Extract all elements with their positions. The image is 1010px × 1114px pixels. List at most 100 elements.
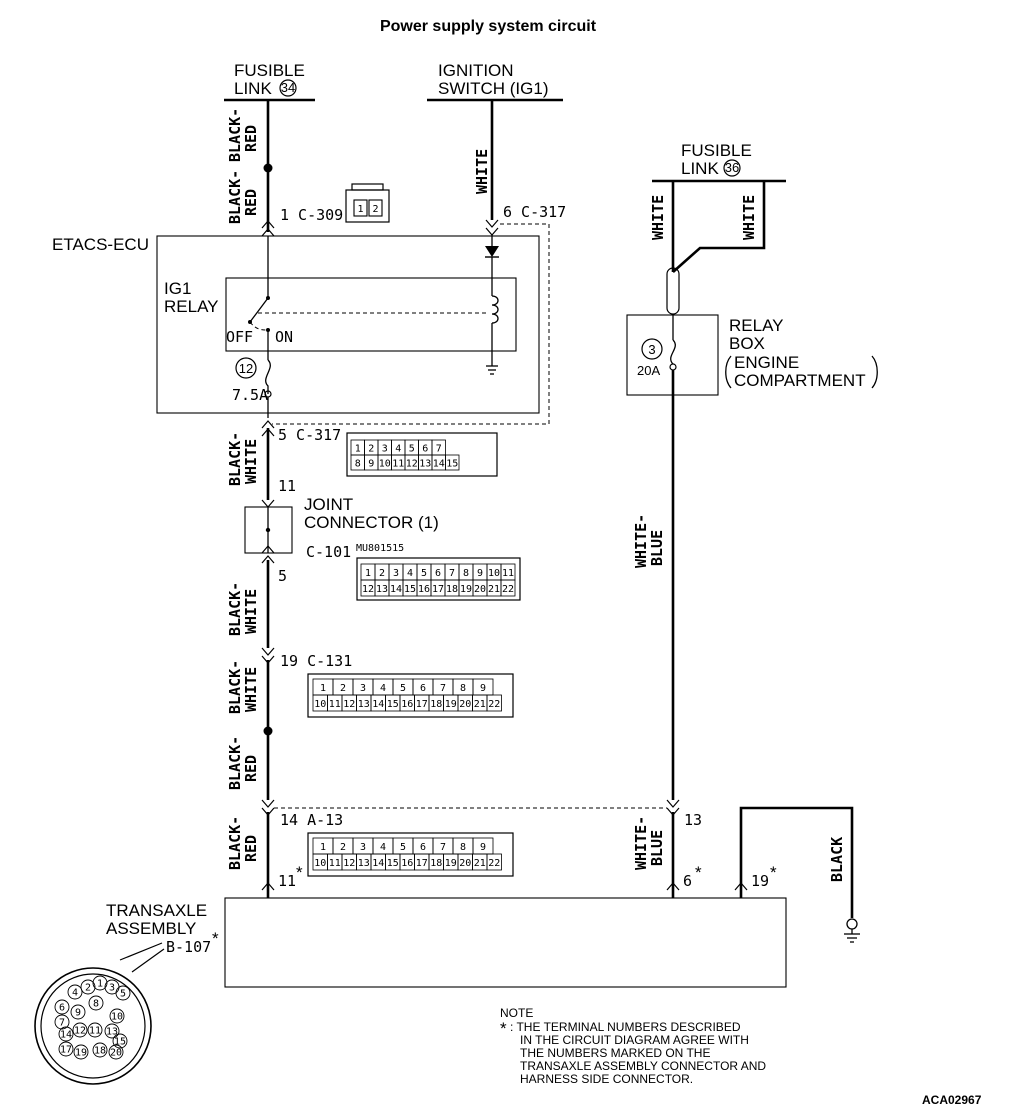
- c131-pin-8: 8: [460, 683, 466, 694]
- connector-c101-part: MU801515: [356, 543, 404, 554]
- transaxle-assembly: TRANSAXLE ASSEMBLY * B-107: [106, 897, 787, 988]
- relay-box-line3: ENGINE: [734, 353, 799, 372]
- c101-pin-9: 9: [477, 568, 483, 579]
- etacs-ecu-label: ETACS-ECU: [52, 235, 149, 254]
- terminal-11: 11: [278, 872, 296, 890]
- c101-pin-1: 1: [365, 568, 371, 579]
- terminal-19: 19: [751, 872, 769, 890]
- pin-5: 5: [278, 567, 287, 585]
- b107-pin-6: 6: [59, 1003, 65, 1014]
- c131-pin-7: 7: [440, 683, 446, 694]
- c101-pin-22: 22: [502, 584, 514, 595]
- a13-pin-6: 6: [420, 842, 426, 853]
- a13-pin-14: 14: [372, 858, 384, 869]
- c131-pin-13: 13: [358, 699, 370, 710]
- b107-pin-10: 10: [111, 1012, 123, 1023]
- fuse-3-rating: 20A: [637, 363, 660, 378]
- pin-c317-5: 5 C-317: [278, 426, 341, 444]
- c317-pin-1: 1: [355, 444, 361, 455]
- c131-pin-2: 2: [340, 683, 346, 694]
- fusible-link-34-line2: LINK: [234, 79, 272, 98]
- wire-label-white-blue-2b: BLUE: [648, 830, 666, 866]
- c317-pin-8: 8: [355, 459, 361, 470]
- c131-pin-6: 6: [420, 683, 426, 694]
- ignition-harness: 6 C-317: [485, 100, 566, 375]
- ig1-relay-box: [225, 277, 517, 352]
- left-harness: 1 C-309 5 C-317 11 5 19 C-131: [244, 100, 352, 898]
- b107-pin-12: 12: [74, 1026, 86, 1037]
- c131-pin-16: 16: [401, 699, 413, 710]
- pin-c309: 1 C-309: [280, 206, 343, 224]
- fusible-link-36-badge: [723, 159, 741, 177]
- fuse-12-rating: 7.5A: [232, 386, 268, 404]
- b107-pin-3: 3: [109, 983, 115, 994]
- a13-pin-21: 21: [474, 858, 486, 869]
- c317-pin-9: 9: [368, 459, 374, 470]
- c317-pin-10: 10: [379, 459, 391, 470]
- fuse-12-number: 12: [239, 361, 253, 376]
- a13-pin-3: 3: [360, 842, 366, 853]
- fusible-link-34-badge: [279, 79, 297, 97]
- note-line-4: TRANSAXLE ASSEMBLY CONNECTOR AND: [520, 1059, 766, 1073]
- etacs-ecu: ETACS-ECU IG1 RELAY OFF ON 12 7.5A: [52, 223, 550, 425]
- ignition-switch-line1: IGNITION: [438, 61, 514, 80]
- relay-off-label: OFF: [226, 328, 253, 346]
- pin-13: 13: [684, 811, 702, 829]
- a13-pin-1: 1: [320, 842, 326, 853]
- c101-pin-17: 17: [432, 584, 444, 595]
- a13-pin-2: 2: [340, 842, 346, 853]
- c131-pin-22: 22: [488, 699, 500, 710]
- b107-pin-18: 18: [94, 1046, 106, 1057]
- c317-pin-2: 2: [368, 444, 374, 455]
- terminal-6: 6: [683, 872, 692, 890]
- c131-pin-4: 4: [380, 683, 386, 694]
- wire-label-black-white-1a: BLACK-: [226, 432, 244, 486]
- connector-c101-label: C-101: [306, 543, 351, 561]
- c317-pin-6: 6: [422, 444, 428, 455]
- c317-pin-15: 15: [446, 459, 458, 470]
- c131-pin-9: 9: [480, 683, 486, 694]
- a13-pin-19: 19: [445, 858, 457, 869]
- a13-pin-4: 4: [380, 842, 386, 853]
- wire-label-white-blue-1b: BLUE: [648, 530, 666, 566]
- c101-pin-6: 6: [435, 568, 441, 579]
- joint-connector-line2: CONNECTOR (1): [304, 513, 439, 532]
- c101-pin-2: 2: [379, 568, 385, 579]
- figure-code: ACA02967: [922, 1093, 982, 1107]
- wire-label-black-red-1b: RED: [242, 125, 260, 152]
- a13-pin-7: 7: [440, 842, 446, 853]
- note-star: *: [500, 1019, 507, 1038]
- ig1-relay-line2: RELAY: [164, 297, 219, 316]
- relay-box-line2: BOX: [729, 334, 765, 353]
- c101-pin-18: 18: [446, 584, 458, 595]
- c101-pin-11: 11: [502, 568, 514, 579]
- fuse-3-number: 3: [648, 342, 655, 357]
- c131-pin-19: 19: [445, 699, 457, 710]
- c131-pin-3: 3: [360, 683, 366, 694]
- note-block: NOTE * : THE TERMINAL NUMBERS DESCRIBED …: [500, 1006, 766, 1086]
- fuse-3-badge: [641, 338, 663, 360]
- transaxle-box: [224, 897, 787, 988]
- wire-label-black-red-1a: BLACK-: [226, 108, 244, 162]
- a13-pin-15: 15: [387, 858, 399, 869]
- wire-label-white-a: WHITE: [649, 195, 667, 240]
- wire-label-black-white-2b: WHITE: [242, 589, 260, 634]
- c131-pin-10: 10: [314, 699, 326, 710]
- transaxle-line1: TRANSAXLE: [106, 901, 207, 920]
- fusible-link-34-line1: FUSIBLE: [234, 61, 305, 80]
- b107-pin-9: 9: [75, 1008, 81, 1019]
- fusible-link-36-line2: LINK: [681, 159, 719, 178]
- c131-pin-18: 18: [430, 699, 442, 710]
- b107-pin-4: 4: [72, 988, 78, 999]
- c101-pin-19: 19: [460, 584, 472, 595]
- note-line-2: IN THE CIRCUIT DIAGRAM AGREE WITH: [520, 1033, 749, 1047]
- wire-label-black-red-4a: BLACK-: [226, 816, 244, 870]
- b107-pin-15: 15: [114, 1037, 126, 1048]
- c131-pin-21: 21: [474, 699, 486, 710]
- wire-label-black-white-3a: BLACK-: [226, 660, 244, 714]
- c317-pin-13: 13: [419, 459, 431, 470]
- wire-label-white-blue-1a: WHITE-: [632, 514, 650, 568]
